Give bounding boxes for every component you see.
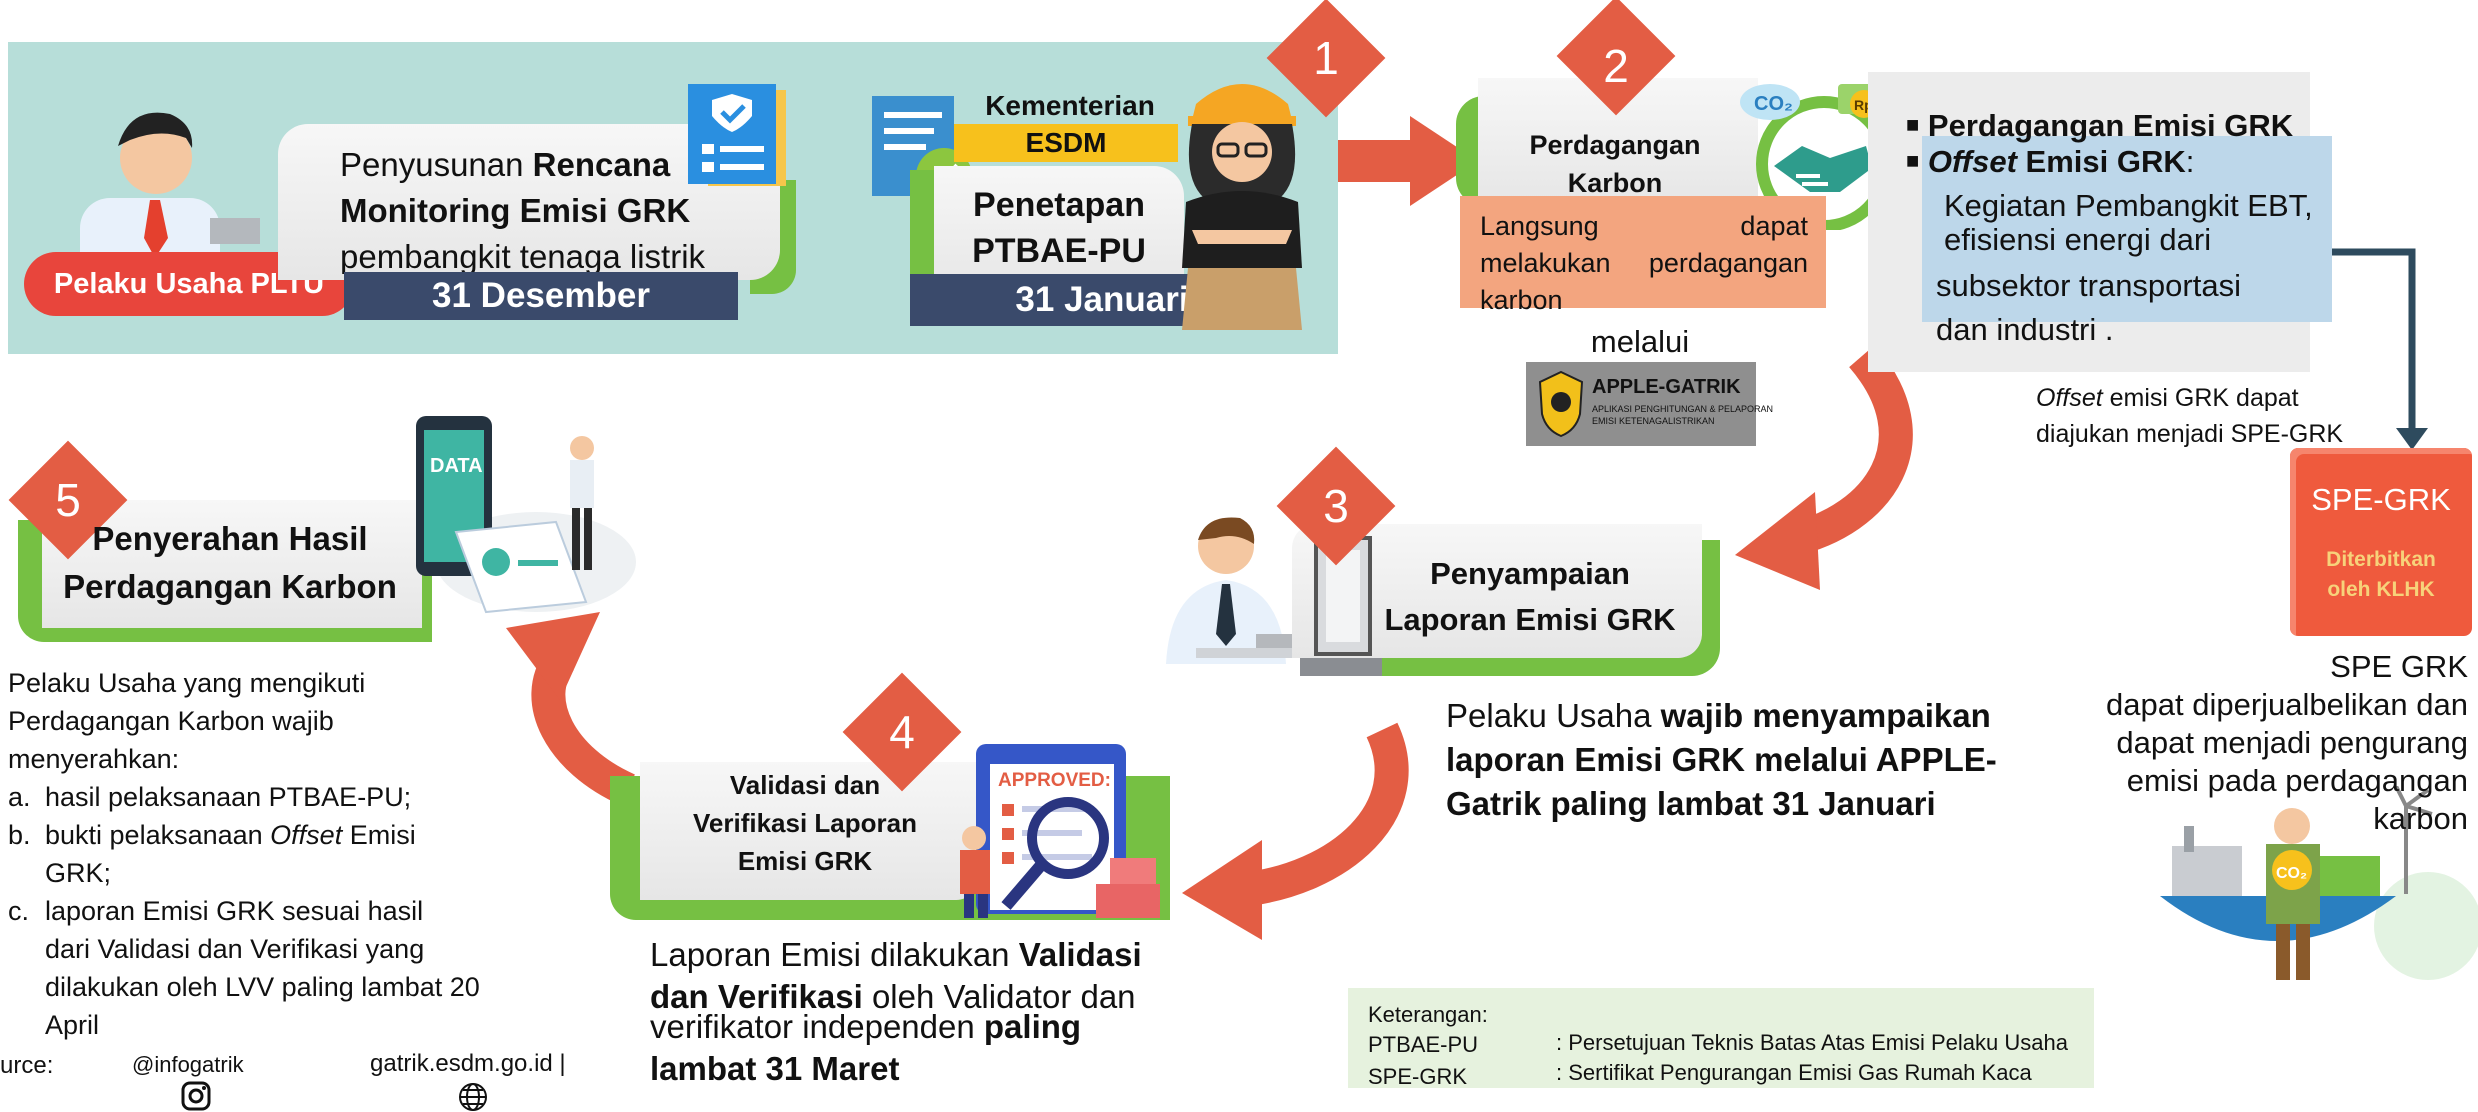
carbon-scale-illustration: CO₂	[2160, 786, 2478, 980]
step4-card	[640, 762, 980, 900]
step4-title-line1: Validasi dan	[729, 770, 881, 800]
spe-description: SPE GRK dapat diperjualbelikan dan dapat…	[2106, 649, 2468, 836]
step2-title-line1: Perdagangan	[1529, 130, 1701, 160]
step4-title-line2: Verifikasi Laporan	[693, 808, 917, 838]
arrow-step2-to-step3	[1735, 344, 1913, 590]
card-a-line3: pembangkit tenaga listrik	[340, 238, 706, 274]
spe-issuer-line2: oleh KLHK	[2327, 578, 2435, 601]
step5-title-line1: Penyerahan Hasil	[92, 520, 368, 557]
step5-requirements: Pelaku Usaha yang mengikuti Perdagangan …	[8, 668, 480, 1040]
step5-number: 5	[55, 474, 81, 526]
spe-title: SPE-GRK	[2311, 482, 2451, 517]
logo-title: APPLE-GATRIK	[1592, 376, 1741, 398]
ministry-official-illustration	[1182, 84, 1302, 330]
legend-definition-1: : Persetujuan Teknis Batas Atas Emisi Pe…	[1556, 1030, 2068, 1055]
step2-title-line2: Karbon	[1567, 168, 1663, 198]
bullet-2: ■ Offset Emisi GRK:	[1906, 144, 2195, 179]
instagram-icon[interactable]	[180, 1080, 212, 1112]
step3-title-line1: Penyampaian	[1430, 556, 1630, 591]
footer-source-label: urce:	[0, 1052, 54, 1079]
step5-title-line2: Perdagangan Karbon	[63, 568, 397, 605]
bullet-1: ■ Perdagangan Emisi GRK	[1906, 108, 2294, 143]
step3-title-line2: Laporan Emisi GRK	[1384, 602, 1676, 637]
data-phone-illustration: DATA	[416, 416, 636, 614]
step4-title-line3: Emisi GRK	[737, 846, 873, 876]
ministry-line1: Kementerian	[985, 90, 1155, 121]
clipboard-check-icon	[688, 84, 786, 186]
legend-definition-2: : Sertifikat Pengurangan Emisi Gas Rumah…	[1556, 1060, 2032, 1085]
ministry-line2: ESDM	[1025, 127, 1107, 158]
ministry-yellow-bar	[954, 124, 1178, 162]
direct-trading-text: Langsung dapat melakukan perdagangan kar…	[1480, 211, 1808, 315]
offset-line-4: dan industri .	[1936, 312, 2114, 347]
phone-screen-label: DATA	[430, 455, 483, 477]
legend-term-1: PTBAE-PU	[1368, 1032, 1479, 1057]
card-a-line2: Monitoring Emisi GRK	[340, 192, 691, 229]
step3-number: 3	[1323, 480, 1349, 532]
scale-co2-label: CO₂	[2276, 865, 2307, 882]
direct-trading-box	[1460, 196, 1826, 308]
card-a-line1: Penyusunan Rencana	[340, 146, 671, 183]
via-label: melalui	[1590, 324, 1690, 359]
step3-description: Pelaku Usaha wajib menyampaikan laporan …	[1446, 697, 1997, 822]
approved-stamp-label: APPROVED:	[998, 770, 1111, 791]
arrow-step4-to-step5	[506, 612, 636, 806]
offset-note-line2: diajukan menjadi SPE-GRK	[2036, 420, 2344, 448]
card-b-line2: PTBAE-PU	[972, 232, 1146, 270]
offset-line-2: efisiensi energi dari	[1944, 222, 2212, 257]
legend-heading: Keterangan:	[1368, 1002, 1488, 1027]
globe-icon	[459, 1083, 487, 1111]
card-b-line1: Penetapan	[973, 186, 1145, 224]
step4-description: Laporan Emisi dilakukan Validasi dan Ver…	[650, 936, 1142, 1087]
footer-instagram-handle: @infogatrik	[132, 1052, 244, 1077]
logo-subtitle-2: EMISI KETENAGALISTRIKAN	[1592, 416, 1715, 426]
step4-number: 4	[889, 706, 915, 758]
spe-issuer-line1: Diterbitkan	[2326, 548, 2436, 571]
deadline-31-desember: 31 Desember	[344, 272, 738, 320]
step2-number: 2	[1603, 40, 1629, 92]
spe-grk-certificate	[2290, 448, 2472, 636]
legend-term-2: SPE-GRK	[1368, 1064, 1468, 1089]
offset-note-line1: Offset emisi GRK dapat	[2036, 384, 2299, 412]
offset-line-1: Kegiatan Pembangkit EBT,	[1944, 188, 2313, 223]
offset-line-3: subsektor transportasi	[1936, 268, 2241, 303]
magnifier-icon	[1027, 797, 1109, 879]
offset-activities-box	[1922, 136, 2332, 322]
co2-cloud-label: CO₂	[1754, 93, 1793, 115]
legend-box	[1348, 988, 2094, 1088]
approved-clipboard-illustration: APPROVED:	[960, 744, 1160, 918]
arrow-step3-to-step4	[1182, 722, 1409, 940]
esdm-emblem-icon	[1538, 370, 1584, 438]
step1-number: 1	[1313, 32, 1339, 84]
logo-subtitle-1: APLIKASI PENGHITUNGAN & PELAPORAN	[1592, 404, 1774, 414]
footer-website[interactable]: gatrik.esdm.go.id |	[370, 1050, 566, 1077]
